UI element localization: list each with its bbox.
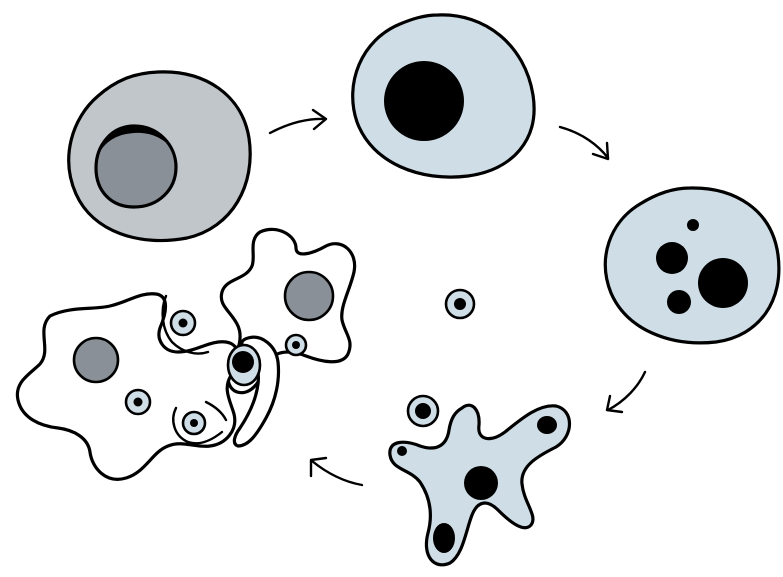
arrow-icon [311,458,362,485]
phagocyte [17,294,238,480]
phagocytosis [17,229,354,479]
karyorrhexis-cell-cytoplasm [605,188,779,343]
apoptotic-body [286,335,306,355]
chromatin-fragment [433,523,455,553]
chromatin-fragment [537,416,557,434]
engulfed-nucleus [74,338,118,382]
apoptotic-body [446,290,474,318]
chromatin-fragment [464,466,498,500]
apoptotic-body [408,396,438,426]
apoptotic-body [183,412,205,434]
arrow-icon [607,372,645,412]
chromatin-fragment [397,446,407,456]
healthy-cell [69,72,250,241]
karyorrhexis-cell [605,188,779,343]
arrow-icon [560,127,608,159]
pyknotic-cell [353,15,534,177]
apoptotic-body [126,390,150,414]
arrow-icon [270,110,326,133]
engulfed-nucleus [285,272,333,320]
chromatin-fragment [687,219,699,231]
chromatin-fragment [698,258,748,308]
chromatin-fragment [656,242,688,274]
chromatin-fragment [667,290,691,314]
condensed-nucleus [384,61,464,141]
blebbing-cell [390,396,570,565]
apoptotic-body [228,345,260,385]
apoptotic-body [171,311,195,335]
